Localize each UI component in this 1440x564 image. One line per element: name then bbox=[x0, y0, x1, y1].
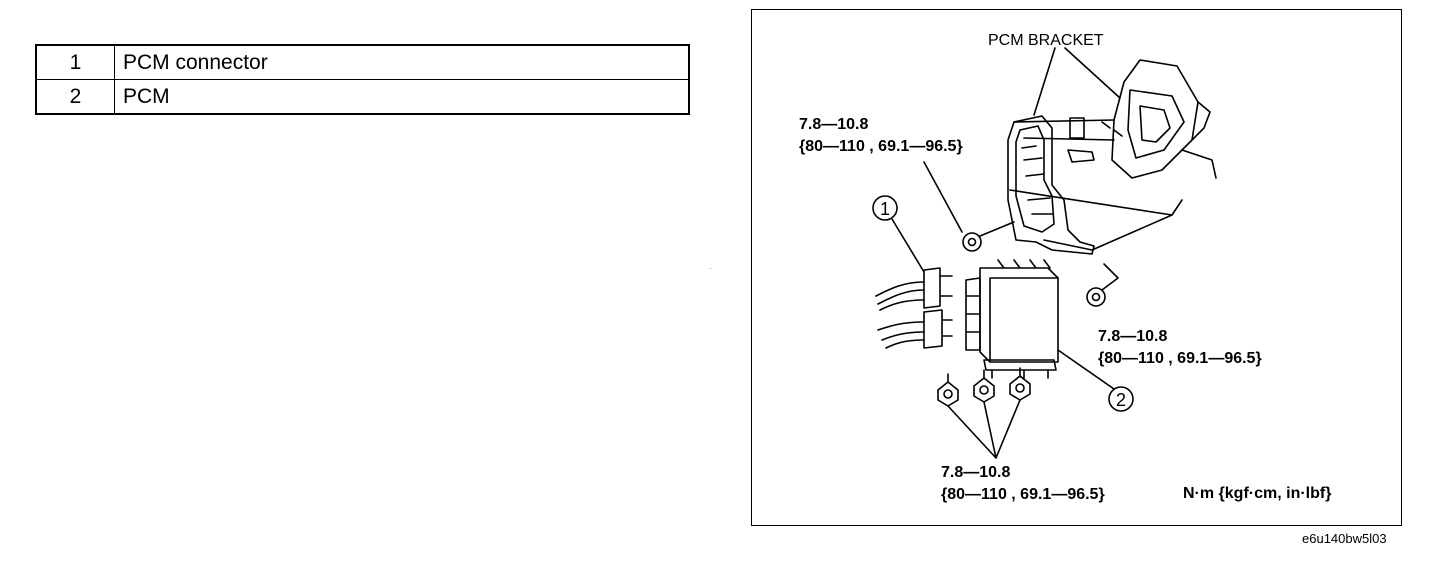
pcm-bracket-front bbox=[1007, 115, 1095, 255]
torque-conversion: {80—110 , 69.1—96.5} bbox=[799, 138, 963, 155]
pcm-connector bbox=[875, 267, 953, 349]
nut-bottom-right bbox=[1009, 375, 1031, 401]
bracket-label: PCM BRACKET bbox=[988, 32, 1104, 49]
torque-spec-bottom: 7.8—10.8 {80—110 , 69.1—96.5} bbox=[941, 462, 1105, 506]
part-name: PCM connector bbox=[114, 44, 690, 80]
pcm-bracket-rear bbox=[1111, 59, 1199, 179]
pcm-installation-drawing: 1 2 bbox=[872, 47, 1217, 459]
bottom-nut-guides bbox=[947, 367, 1021, 383]
nut-upper-left bbox=[962, 221, 1015, 252]
parts-table: 1 PCM connector 2 PCM bbox=[35, 44, 690, 115]
torque-conversion: {80—110 , 69.1—96.5} bbox=[1098, 350, 1262, 367]
part-number: 1 bbox=[35, 44, 115, 80]
torque-spec-right: 7.8—10.8 {80—110 , 69.1—96.5} bbox=[1098, 326, 1262, 370]
parts-row: 1 PCM connector bbox=[35, 44, 690, 80]
torque-value: 7.8—10.8 bbox=[799, 116, 869, 133]
nut-bottom-left bbox=[937, 381, 959, 407]
pcm-module bbox=[965, 259, 1059, 379]
torque-value: 7.8—10.8 bbox=[1098, 328, 1168, 345]
part-number: 2 bbox=[35, 79, 115, 115]
pcm-bracket-arms bbox=[1009, 119, 1183, 251]
torque-spec-upper-left: 7.8—10.8 {80—110 , 69.1—96.5} bbox=[799, 114, 963, 158]
torque-leader-bottom bbox=[947, 399, 1021, 459]
figure-id: e6u140bw5l03 bbox=[1302, 531, 1387, 546]
nut-right bbox=[1086, 263, 1119, 307]
nut-bottom-center bbox=[973, 377, 995, 403]
callout-2 bbox=[1057, 349, 1134, 412]
scan-speck bbox=[710, 268, 711, 269]
part-name: PCM bbox=[114, 79, 690, 115]
torque-conversion: {80—110 , 69.1—96.5} bbox=[941, 486, 1105, 503]
parts-row: 2 PCM bbox=[35, 79, 690, 115]
callout-1 bbox=[872, 195, 925, 273]
bracket-leader-lines bbox=[1033, 47, 1121, 116]
torque-units: N·m {kgf·cm, in·lbf} bbox=[1183, 485, 1332, 502]
torque-leader-upper-left bbox=[923, 161, 963, 233]
torque-value: 7.8—10.8 bbox=[941, 464, 1011, 481]
diagram-frame: 1 2 PCM BRACKET 7.8—10.8 {80—110 , 69.1—… bbox=[751, 9, 1402, 526]
callout-2-number: 2 bbox=[1116, 390, 1126, 410]
callout-1-number: 1 bbox=[880, 199, 890, 219]
